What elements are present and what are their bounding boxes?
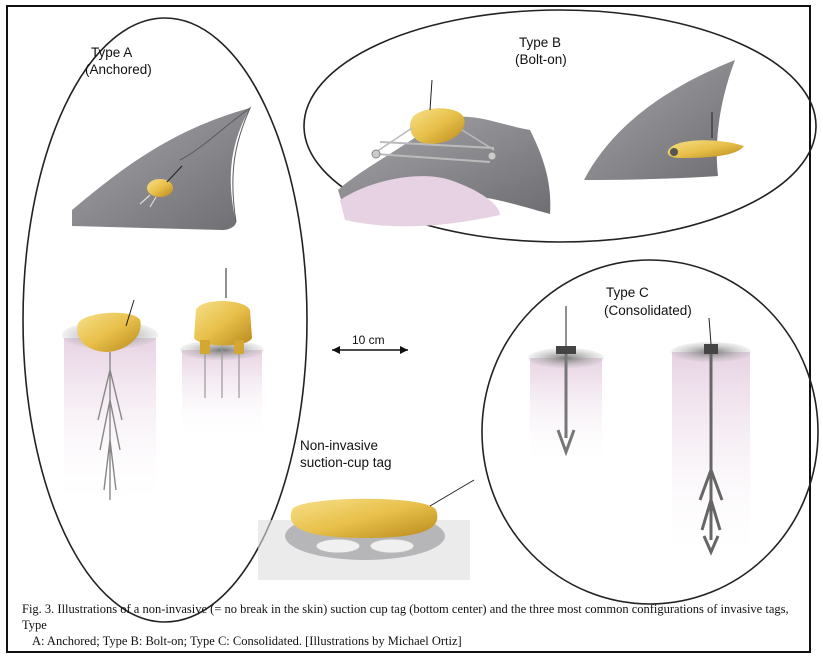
- type-c-subtitle: (Consolidated): [604, 302, 692, 319]
- non-invasive-title: Non-invasive: [300, 437, 378, 454]
- type-a-fin: [72, 108, 250, 230]
- caption-line-1: Fig. 3. Illustrations of a non-invasive …: [22, 601, 802, 633]
- non-invasive-tag: [258, 480, 474, 580]
- type-a-anchored-tag: [180, 268, 264, 440]
- caption-line-2: A: Anchored; Type B: Bolt-on; Type C: Co…: [22, 633, 802, 649]
- type-c-title: Type C: [606, 284, 649, 301]
- type-a-title: Type A: [91, 44, 132, 61]
- type-b-fin-right: [584, 60, 744, 180]
- non-invasive-subtitle: suction-cup tag: [300, 454, 392, 471]
- type-a-subtitle: (Anchored): [85, 61, 152, 78]
- scale-label: 10 cm: [352, 332, 385, 349]
- type-c-left-tag: [528, 306, 604, 468]
- type-b-title: Type B: [519, 34, 561, 51]
- type-a-dart-tag: [62, 300, 158, 508]
- type-c-right-tag: [671, 318, 751, 568]
- figure-caption: Fig. 3. Illustrations of a non-invasive …: [22, 601, 802, 649]
- type-b-subtitle: (Bolt-on): [515, 51, 567, 68]
